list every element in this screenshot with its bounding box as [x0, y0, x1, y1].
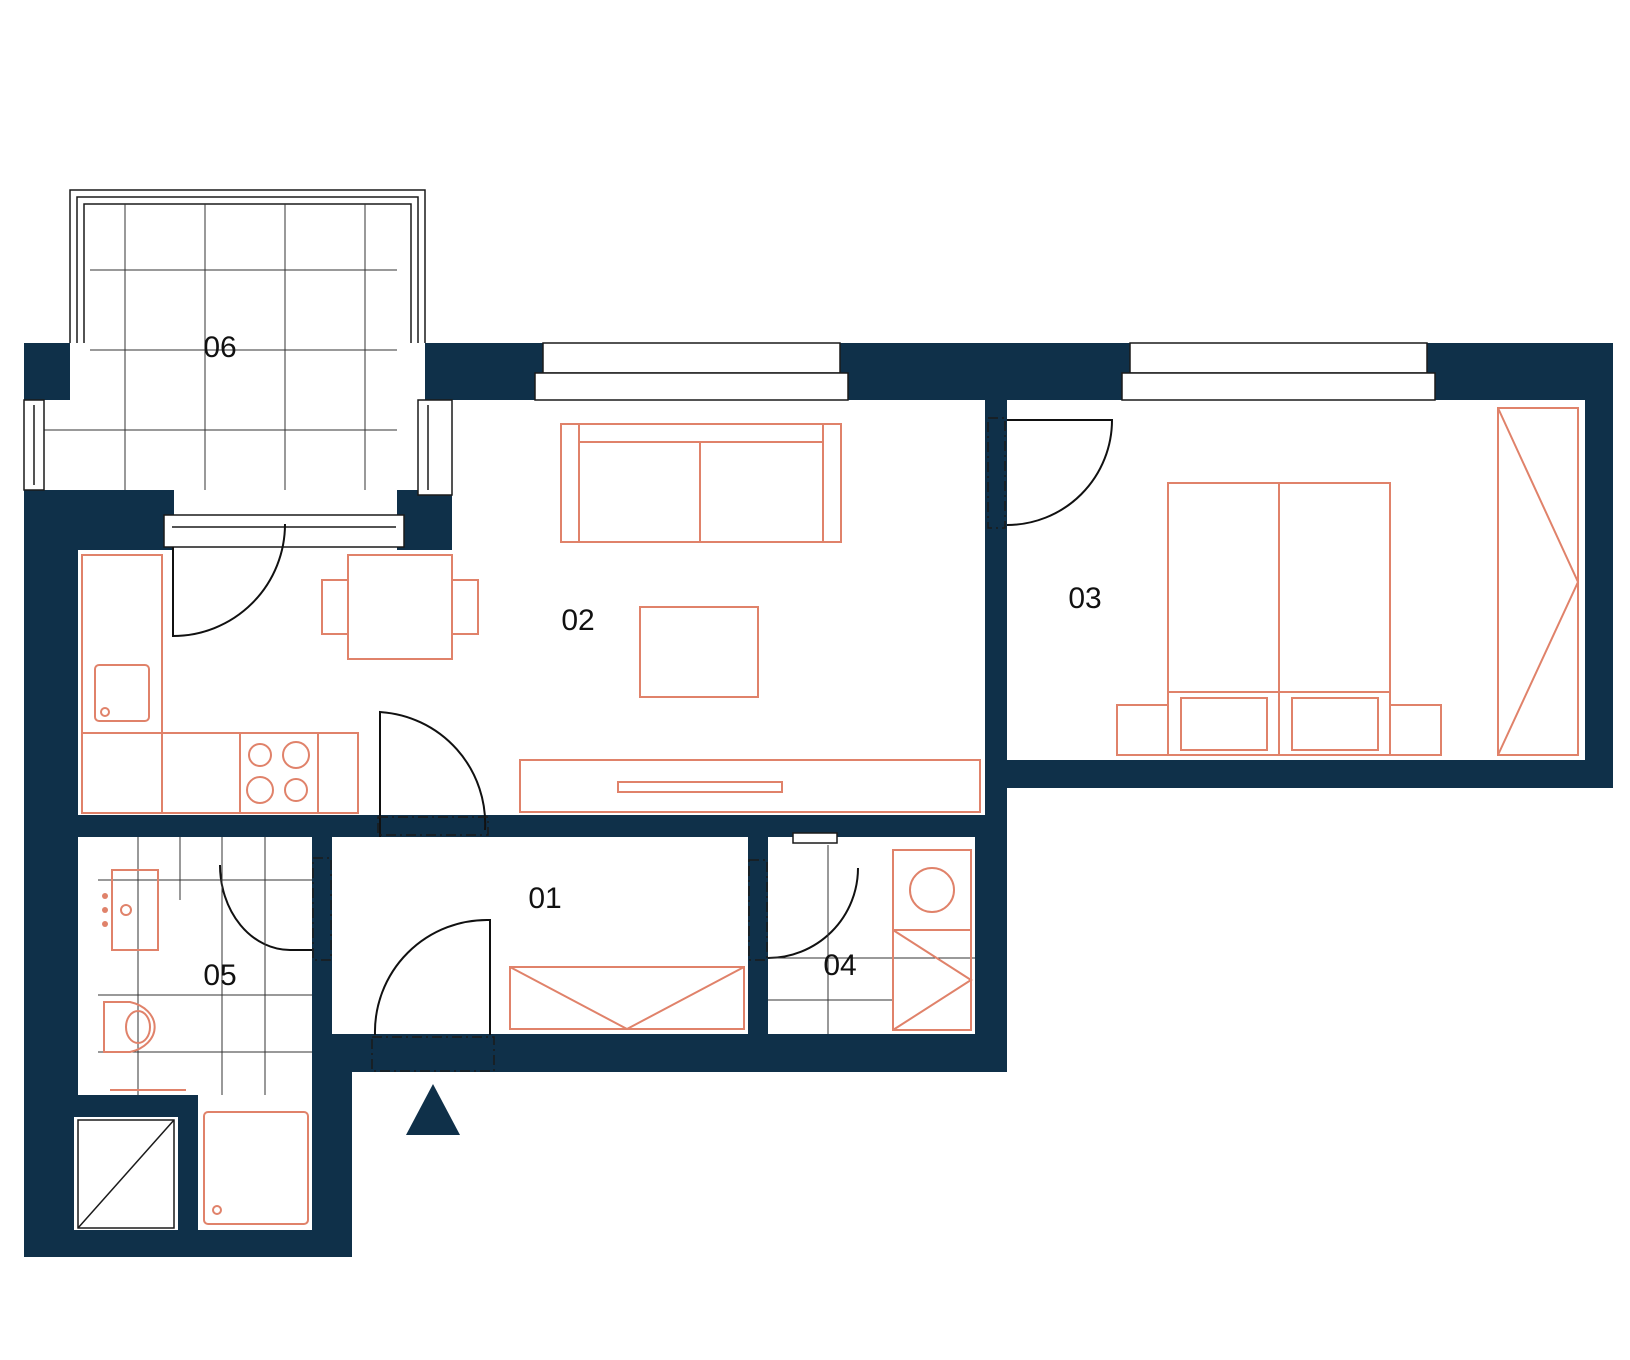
balcony-floor: [70, 190, 425, 490]
walls: [24, 343, 1613, 1257]
floor-kitchen-living: [78, 550, 985, 815]
wall-left: [24, 490, 78, 1255]
floor-living-upper: [452, 400, 985, 550]
chair-right: [451, 579, 479, 635]
bathroom: [77, 837, 312, 1229]
door-storage: [767, 867, 859, 959]
balcony-railing-mid: [76, 196, 419, 343]
sink-controls-icon: [102, 893, 108, 927]
wall-bottom-hall: [332, 1034, 1007, 1072]
room-labels: 06 02 03 01 04 05: [203, 331, 1101, 992]
shower-drain-icon: [212, 1205, 222, 1215]
hall-furniture: [509, 966, 745, 1031]
wall-bath-hall: [312, 837, 332, 1257]
tv-unit: [519, 759, 981, 813]
balcony-railing-inner: [83, 203, 412, 343]
toilet: [103, 1001, 156, 1053]
window-balcony-right: [417, 399, 453, 496]
wall-bedroom-right: [1585, 343, 1613, 788]
faucet-icon: [120, 904, 132, 916]
room-label-03: 03: [1068, 582, 1101, 615]
room-label-04: 04: [823, 949, 856, 982]
wall-mid-horizontal: [24, 815, 1007, 837]
kitchen-furniture: [81, 554, 479, 814]
tv: [617, 781, 783, 793]
window-bedroom-sill: [1121, 372, 1436, 401]
kitchen-counter-bottom: [81, 732, 359, 814]
wall-storage-right: [975, 837, 1007, 1072]
sink-drain-icon: [100, 707, 110, 717]
wall-left-top: [24, 343, 44, 400]
door-balcony: [172, 523, 286, 638]
washer-drum-icon: [909, 867, 955, 913]
wall-under-balcony: [24, 490, 174, 550]
bathroom-sink: [111, 869, 159, 951]
cooktop-icon: [246, 741, 310, 804]
room-label-02: 02: [561, 604, 594, 637]
wall-bedroom-bottom: [985, 760, 1613, 788]
toilet-seat-icon: [125, 1010, 151, 1044]
bedroom-furniture: [1116, 407, 1580, 756]
room-label-01: 01: [528, 882, 561, 915]
window-living-sill: [534, 372, 849, 401]
door-entrance: [373, 918, 491, 1036]
wall-hall-storage: [748, 837, 768, 1072]
kitchen-sink: [94, 664, 150, 722]
shower-tray: [203, 1111, 309, 1225]
window-living-top: [542, 342, 841, 374]
floor-storage: [768, 845, 975, 1034]
service-shaft: [77, 1119, 175, 1229]
room-label-05: 05: [203, 959, 236, 992]
pillow-left: [1180, 697, 1268, 751]
storage-vent: [792, 832, 838, 844]
window-bedroom-top: [1129, 342, 1428, 374]
pillow-right: [1291, 697, 1379, 751]
living-furniture: [519, 423, 981, 813]
floor-hall: [332, 837, 748, 1034]
wall-shaft-top: [78, 1095, 198, 1117]
doors: [172, 417, 1114, 1072]
wall-bath-right: [332, 1034, 352, 1257]
room-label-06: 06: [203, 331, 236, 364]
door-hall-living: [379, 710, 487, 837]
wall-shaft-right: [178, 1095, 198, 1235]
balcony-railing-outer: [69, 189, 426, 343]
floor-bath-shower: [198, 1095, 312, 1230]
entrance-arrow-icon: [406, 1084, 460, 1135]
chair-left: [321, 579, 349, 635]
coffee-table: [639, 606, 759, 698]
balcony-tiles: [44, 204, 397, 490]
storage-room: [768, 845, 975, 1034]
nightstand-right: [1389, 704, 1442, 756]
nightstand-left: [1116, 704, 1169, 756]
windows: [163, 342, 1436, 844]
balcony: [23, 189, 426, 491]
door-bedroom: [1006, 419, 1114, 526]
